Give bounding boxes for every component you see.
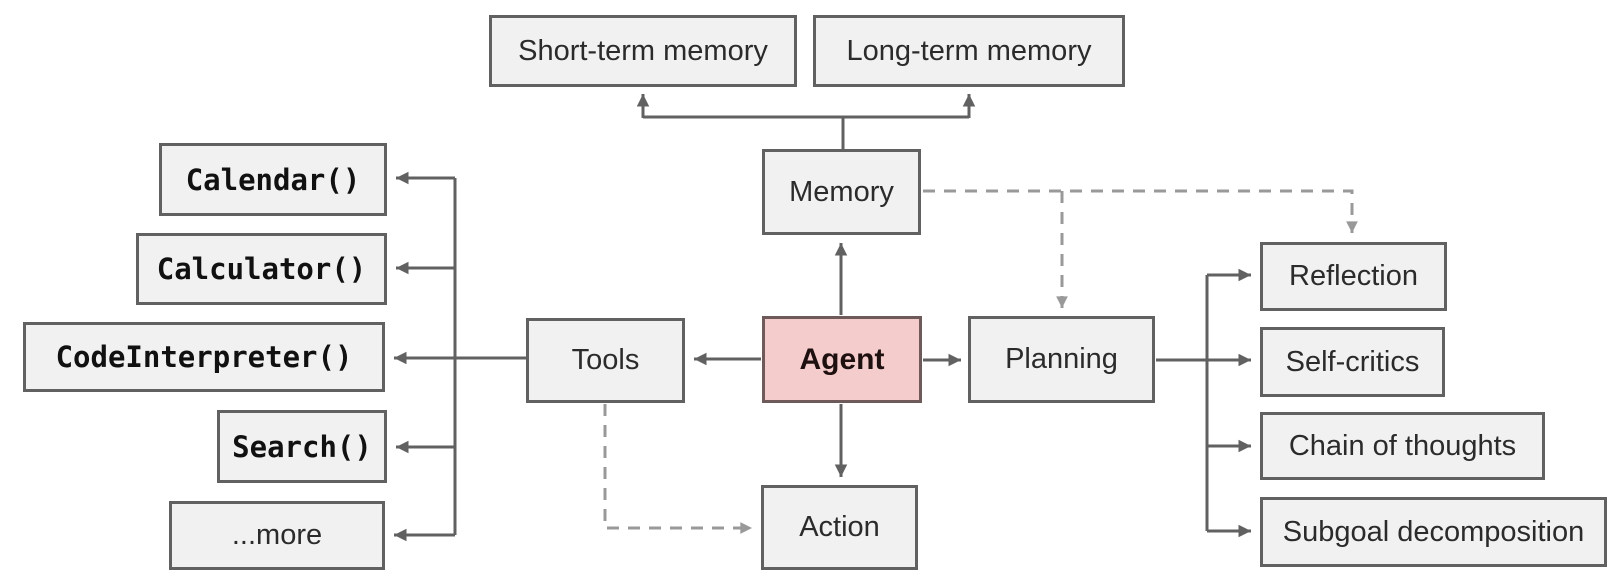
node-more-tools: ...more bbox=[169, 501, 385, 570]
self-critics-label: Self-critics bbox=[1285, 345, 1420, 378]
node-memory: Memory bbox=[762, 149, 921, 235]
agent-label: Agent bbox=[799, 342, 885, 376]
node-subgoal-decomposition: Subgoal decomposition bbox=[1260, 497, 1607, 567]
node-action: Action bbox=[761, 485, 918, 570]
chain-of-thoughts-label: Chain of thoughts bbox=[1288, 429, 1517, 462]
node-short-term-memory: Short-term memory bbox=[489, 15, 797, 87]
long-term-memory-label: Long-term memory bbox=[846, 34, 1092, 67]
more-tools-label: ...more bbox=[231, 519, 323, 551]
node-calculator-tool: Calculator() bbox=[136, 233, 387, 305]
calculator-tool-label: Calculator() bbox=[156, 252, 367, 286]
planning-label: Planning bbox=[1005, 343, 1118, 375]
calendar-tool-label: Calendar() bbox=[185, 162, 361, 197]
node-search-tool: Search() bbox=[217, 410, 387, 483]
node-tools: Tools bbox=[526, 318, 685, 403]
edge-memory-to-term-memories bbox=[636, 94, 976, 150]
edge-tools-action-dashed bbox=[603, 404, 752, 534]
node-chain-of-thoughts: Chain of thoughts bbox=[1260, 412, 1545, 480]
reflection-label: Reflection bbox=[1289, 260, 1418, 292]
node-self-critics: Self-critics bbox=[1260, 327, 1445, 397]
action-label: Action bbox=[799, 511, 880, 543]
node-calendar-tool: Calendar() bbox=[159, 143, 387, 216]
edge-tools-fanout bbox=[394, 171, 526, 542]
node-planning: Planning bbox=[968, 316, 1155, 403]
node-code-interpreter-tool: CodeInterpreter() bbox=[23, 322, 385, 392]
subgoal-decomposition-label: Subgoal decomposition bbox=[1282, 515, 1585, 548]
node-reflection: Reflection bbox=[1260, 242, 1447, 311]
edge-planning-fanout bbox=[1156, 268, 1251, 538]
tools-label: Tools bbox=[571, 344, 640, 376]
node-agent: Agent bbox=[762, 316, 922, 403]
memory-label: Memory bbox=[789, 175, 894, 208]
edge-memory-reflection-dashed bbox=[923, 189, 1358, 233]
code-interpreter-tool-label: CodeInterpreter() bbox=[55, 340, 353, 374]
search-tool-label: Search() bbox=[232, 429, 372, 464]
short-term-memory-label: Short-term memory bbox=[518, 34, 768, 67]
node-long-term-memory: Long-term memory bbox=[813, 15, 1125, 87]
